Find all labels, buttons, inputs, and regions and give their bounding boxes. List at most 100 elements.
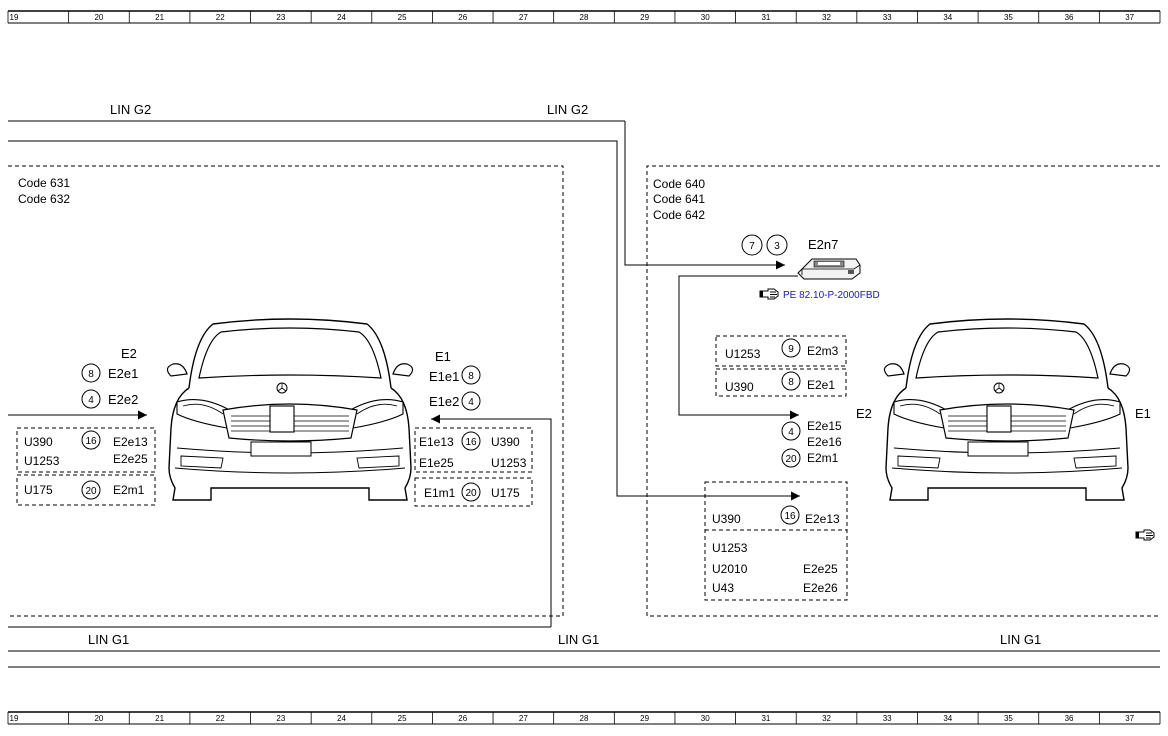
ruler-column-number: 28 [580,714,589,723]
ruler-column-number: 30 [701,714,710,723]
ruler-column-number: 25 [398,714,407,723]
ruler-column-number: 28 [580,13,589,22]
ruler-column-number: 35 [1004,714,1013,723]
control-module-icon [797,258,861,280]
code-label: U1253 [491,456,527,470]
code-label: U1253 [712,541,748,555]
pin-circle [781,371,801,391]
component-label: E2e1 [807,378,835,392]
component-label: E2m3 [807,344,839,358]
pin-circle [780,505,800,525]
code-label: U175 [24,483,53,497]
ruler-column-number: 29 [640,13,649,22]
lin-g2-label-left: LIN G2 [110,102,151,117]
code-label: Code 642 [653,208,705,222]
pin-number: 7 [749,241,755,252]
lin-g1-bus: LIN G1 LIN G1 LIN G1 [8,410,1160,668]
component-label: E1e2 [429,394,459,409]
ruler-column-number: 36 [1065,13,1074,22]
pin-number: 16 [85,436,97,447]
pin-number: 16 [784,511,796,522]
ruler-column-number: 19 [10,13,19,22]
pin-number: 8 [788,377,794,388]
ruler-column-number: 30 [701,13,710,22]
ruler-column-number: 25 [398,13,407,22]
pin-number: 4 [788,427,794,438]
component-label: E2e1 [108,366,138,381]
option-box [715,368,847,397]
ruler-column-number: 23 [276,13,285,22]
pointing-hand-icon [759,288,779,300]
car-front-icon [883,318,1131,501]
pin-number: 20 [465,488,477,499]
component-label: E2e26 [803,581,838,595]
component-label: E2m1 [807,451,839,465]
ruler-column-number: 34 [943,13,952,22]
code-label: U390 [725,380,754,394]
code-label: U390 [712,512,741,526]
reference-link[interactable]: PE 82.10-P-2000FBD [783,290,880,301]
ruler-column-number: 32 [822,714,831,723]
pin-circle [781,421,801,441]
code-label: U1253 [24,454,60,468]
ruler-column-number: 37 [1125,714,1134,723]
ruler-column-number: 27 [519,714,528,723]
ruler-column-number: 31 [761,714,770,723]
pin-circle [81,363,101,383]
pin-circle [81,430,101,450]
ruler-column-number: 24 [337,13,346,22]
ruler-column-number: 27 [519,13,528,22]
pin-circle [461,482,481,502]
code-label: U175 [491,486,520,500]
pin-circle [781,448,801,468]
ruler-column-number: 33 [883,714,892,723]
ruler-column-number: 31 [761,13,770,22]
pin-number: 16 [465,437,477,448]
option-box [414,427,533,473]
component-label: E1e13 [419,435,454,449]
ruler-column-number: 34 [943,714,952,723]
option-box [715,335,847,367]
left-code-group: Code 631 Code 632 E2 8 E2e1 4 E2e2 U390 … [8,165,564,617]
code-label: U390 [24,435,53,449]
ruler-column-number: 29 [640,714,649,723]
component-label: E2m1 [113,483,145,497]
component-label: E2e25 [803,562,838,576]
component-label: E1m1 [424,486,456,500]
ruler-column-number: 20 [94,714,103,723]
component-label: E1e1 [429,369,459,384]
ruler-column-number: 32 [822,13,831,22]
pin-number: 20 [85,486,97,497]
lin-g2-label-right: LIN G2 [547,102,588,117]
pin-number: 8 [468,371,474,382]
ruler-column-number: 37 [1125,13,1134,22]
lin-g1-label-mid: LIN G1 [558,632,599,647]
ruler-column-number: 19 [10,714,19,723]
pointing-hand-icon [1135,529,1155,541]
component-label: E2e16 [807,435,842,449]
pin-circle [81,389,101,409]
option-box [414,477,533,507]
code-label: U390 [491,435,520,449]
pin-number: 4 [88,395,94,406]
component-label: E2e2 [108,392,138,407]
ruler-column-number: 22 [216,13,225,22]
ruler-column-number: 23 [276,714,285,723]
lin-g1-label-left: LIN G1 [88,632,129,647]
component-label: E1e25 [419,456,454,470]
pin-number: 4 [468,397,474,408]
right-code-group: Code 640 Code 641 Code 642 7 3 E2n7 PE 8… [646,165,1160,617]
code-label: U2010 [712,562,748,576]
ruler-column-number: 26 [458,714,467,723]
e1-title: E1 [435,349,451,364]
ruler-column-number: 20 [94,13,103,22]
pin-number: 3 [774,241,780,252]
pin-circle [741,234,763,256]
ruler-column-number: 21 [155,714,164,723]
e2-title: E2 [121,346,137,361]
code-label: Code 641 [653,192,705,206]
pin-circle [461,431,481,451]
component-label: E2e13 [113,435,148,449]
ruler-column-number: 33 [883,13,892,22]
